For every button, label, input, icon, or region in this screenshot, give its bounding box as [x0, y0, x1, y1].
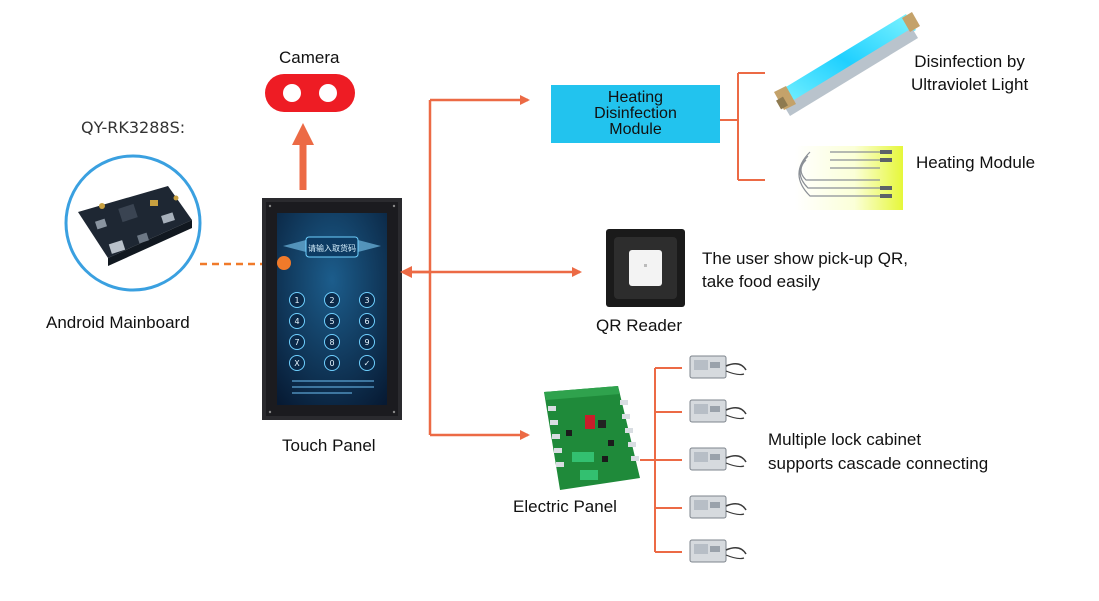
keypad-key-label: 8	[329, 338, 334, 347]
mainboard-icon	[64, 154, 202, 292]
arrow-to-panel	[400, 266, 412, 278]
electric-lock-icon	[689, 495, 747, 519]
keypad-key: 5	[324, 313, 340, 329]
keypad-key-label: X	[294, 359, 300, 368]
electric-lock-icon	[689, 399, 747, 423]
lock-caption: Multiple lock cabinet supports cascade c…	[768, 428, 988, 476]
heating-disinfection-module-box: Heating Disinfection Module	[551, 85, 720, 143]
qr-caption: The user show pick-up QR, take food easi…	[702, 247, 908, 293]
camera-label: Camera	[279, 48, 340, 67]
electric-lock-icon	[689, 539, 747, 563]
lock-caption-line-1: Multiple lock cabinet	[768, 430, 922, 449]
keypad-key: 4	[289, 313, 305, 329]
electric-lock-icon	[689, 355, 747, 379]
keypad-key-label: 2	[329, 296, 334, 305]
qr-caption-line-2: take food easily	[702, 272, 821, 291]
keypad-key-label: ✓	[364, 359, 371, 368]
heating-coil-icon	[795, 146, 903, 210]
touch-panel-label: Touch Panel	[282, 436, 376, 455]
heating-module-label: Heating Module	[916, 153, 1036, 172]
uv-light-label: Disinfection by Ultraviolet Light	[911, 50, 1028, 96]
uv-light-line-1: Disinfection by	[914, 52, 1025, 71]
keypad-key-label: 4	[294, 317, 299, 326]
keypad-key: 6	[359, 313, 375, 329]
keypad-key: 2	[324, 292, 340, 308]
heating-box-line-1: Heating	[607, 89, 664, 106]
keypad-banner: 请输入取货码	[308, 243, 356, 253]
uv-light-line-2: Ultraviolet Light	[911, 75, 1029, 94]
keypad-key: X	[289, 355, 305, 371]
heating-bracket	[720, 72, 765, 181]
keypad-key-label: 6	[364, 317, 369, 326]
heating-box-line-3: Module	[609, 121, 662, 138]
keypad-key-label: 0	[329, 359, 334, 368]
electric-panel-label: Electric Panel	[513, 497, 617, 516]
keypad-key: 1	[289, 292, 305, 308]
keypad-key-label: 7	[294, 338, 299, 347]
qr-caption-line-1: The user show pick-up QR,	[702, 249, 908, 268]
keypad-key: 9	[359, 334, 375, 350]
keypad-key: 3	[359, 292, 375, 308]
uv-lamp-icon	[774, 12, 920, 116]
heating-box-line-2: Disinfection	[594, 105, 677, 122]
keypad-key: 0	[324, 355, 340, 371]
qr-reader-label: QR Reader	[596, 316, 682, 335]
connection-dot	[277, 256, 291, 270]
keypad-key-label: 9	[364, 338, 369, 347]
electric-lock-icon	[689, 447, 747, 471]
touch-panel-icon: 请输入取货码 1 2 3 4 5 6 7 8 9X 0 ✓	[262, 198, 402, 420]
keypad-key: 8	[324, 334, 340, 350]
connector-lines	[412, 95, 582, 440]
mainboard-model-label: QY-RK3288S:	[81, 118, 186, 137]
keypad-key-label: 5	[329, 317, 334, 326]
camera-icon	[265, 74, 355, 112]
circuit-board-icon	[544, 386, 640, 490]
android-mainboard-label: Android Mainboard	[46, 313, 190, 332]
keypad-key: ✓	[359, 355, 375, 371]
lock-bracket	[640, 367, 682, 553]
qr-reader-icon	[606, 229, 685, 307]
keypad-key-label: 3	[364, 296, 369, 305]
keypad-key-label: 1	[294, 296, 299, 305]
lock-caption-line-2: supports cascade connecting	[768, 454, 989, 473]
keypad-key: 7	[289, 334, 305, 350]
keypad: 1 2 3 4 5 6 7 8 9X 0 ✓	[289, 292, 375, 371]
